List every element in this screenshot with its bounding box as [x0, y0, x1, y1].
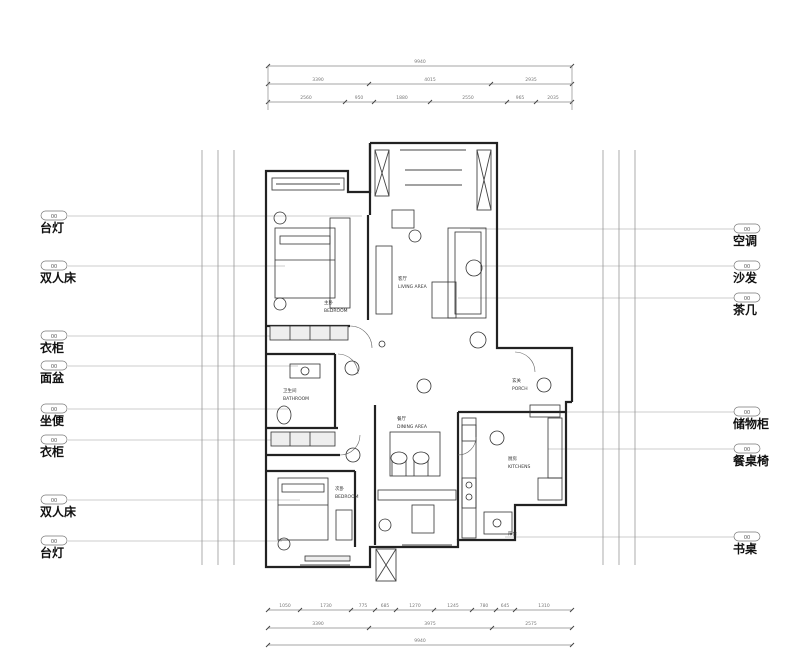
dim-top-3e: 965 — [516, 95, 525, 101]
bedroom1-furniture — [269, 211, 351, 341]
label-wardrobe-bottom: 衣柜 — [40, 444, 64, 459]
dim-bot-1i: 1310 — [538, 603, 550, 609]
label-wardrobe-top: 衣柜 — [40, 340, 64, 355]
bedroom2-furniture — [277, 477, 353, 562]
dim-bot-1h: 645 — [501, 603, 510, 609]
label-desk-lamp-bottom: 台灯 — [40, 545, 64, 560]
dim-bot-1b: 1730 — [320, 603, 332, 609]
dim-bot-total: 9940 — [414, 638, 426, 644]
tag-r3: 00 — [744, 296, 750, 302]
tag-l8: 00 — [51, 539, 57, 545]
dim-bot-1a: 1050 — [279, 603, 291, 609]
dim-bot-1c: 775 — [359, 603, 368, 609]
tag-l2: 00 — [51, 264, 57, 270]
tag-r6: 00 — [744, 535, 750, 541]
tag-l5: 00 — [51, 407, 57, 413]
room-kitchen-cn: 厨房 — [508, 455, 517, 462]
label-sofa: 沙发 — [733, 270, 758, 285]
dim-top-2b: 4015 — [424, 77, 436, 83]
dim-bot-1g: 780 — [480, 603, 489, 609]
dim-top-3f: 2035 — [547, 95, 559, 101]
top-dimensions — [265, 63, 575, 110]
tag-l4: 00 — [51, 364, 57, 370]
bottom-dimensions — [265, 607, 575, 648]
tag-r2: 00 — [744, 264, 750, 270]
tag-r4: 00 — [744, 410, 750, 416]
label-coffee-table: 茶几 — [732, 302, 757, 317]
tag-r5: 00 — [744, 447, 750, 453]
tag-r1: 00 — [744, 227, 750, 233]
tag-l7: 00 — [51, 498, 57, 504]
dim-top-2a: 3390 — [312, 77, 324, 83]
room-kitchen-en: KITCHENS — [508, 464, 530, 470]
label-storage-cabinet: 储物柜 — [733, 416, 769, 431]
tag-l3: 00 — [51, 334, 57, 340]
dim-bot-2a: 3390 — [312, 621, 324, 627]
label-dining-set: 餐桌椅 — [733, 453, 769, 468]
dim-bot-1f: 1245 — [447, 603, 459, 609]
room-balcony: 阳台 — [508, 530, 517, 537]
room-bedroom2-cn: 次卧 — [335, 485, 344, 492]
dim-bot-2b: 3975 — [424, 621, 436, 627]
label-desk-lamp-top: 台灯 — [40, 220, 64, 235]
room-bath-cn: 卫生间 — [283, 387, 297, 394]
room-bedroom1-en: BEDROOM — [324, 308, 348, 314]
windows — [271, 149, 492, 582]
bathroom-furniture — [270, 363, 336, 447]
dim-top-3b: 950 — [355, 95, 364, 101]
callout-tag-text: 00 00 00 00 00 00 00 00 00 00 00 00 00 0… — [51, 214, 750, 545]
dining-furniture — [344, 360, 561, 534]
label-desk: 书桌 — [733, 541, 758, 556]
living-furniture — [375, 209, 487, 349]
dim-top-total: 9940 — [414, 59, 426, 65]
dim-top-2c: 2935 — [525, 77, 537, 83]
dim-bot-2c: 2575 — [525, 621, 537, 627]
room-porch-cn: 玄关 — [512, 377, 521, 384]
door-swings — [337, 325, 536, 456]
dim-top-3a: 2560 — [300, 95, 312, 101]
room-living-en: LIVING AREA — [398, 284, 428, 290]
right-dimensions — [602, 150, 636, 565]
label-double-bed-bottom: 双人床 — [40, 504, 77, 519]
tag-l6: 00 — [51, 438, 57, 444]
room-living-cn: 客厅 — [398, 275, 407, 282]
label-toilet: 坐便 — [40, 413, 65, 428]
label-air-conditioner: 空调 — [733, 233, 757, 248]
dim-bot-1d: 685 — [381, 603, 390, 609]
room-dining-en: DINING AREA — [397, 424, 428, 430]
dim-top-3d: 2550 — [462, 95, 474, 101]
room-porch-en: PORCH — [512, 386, 528, 392]
room-bath-en: BATHROOM — [283, 396, 309, 402]
kitchen-furniture — [461, 417, 563, 539]
callout-tags — [40, 210, 761, 546]
walls — [264, 141, 574, 569]
dim-bot-1e: 1270 — [409, 603, 421, 609]
room-bedroom1-cn: 主卧 — [324, 299, 333, 306]
leader-lines — [68, 215, 740, 542]
label-wash-basin: 面盆 — [40, 370, 65, 385]
label-double-bed-top: 双人床 — [40, 270, 77, 285]
room-bedroom2-en: BEDROOM — [335, 494, 359, 500]
left-dimensions — [201, 150, 235, 565]
dim-top-3c: 1880 — [396, 95, 408, 101]
room-dining-cn: 餐厅 — [397, 415, 406, 422]
tag-l1: 00 — [51, 214, 57, 220]
